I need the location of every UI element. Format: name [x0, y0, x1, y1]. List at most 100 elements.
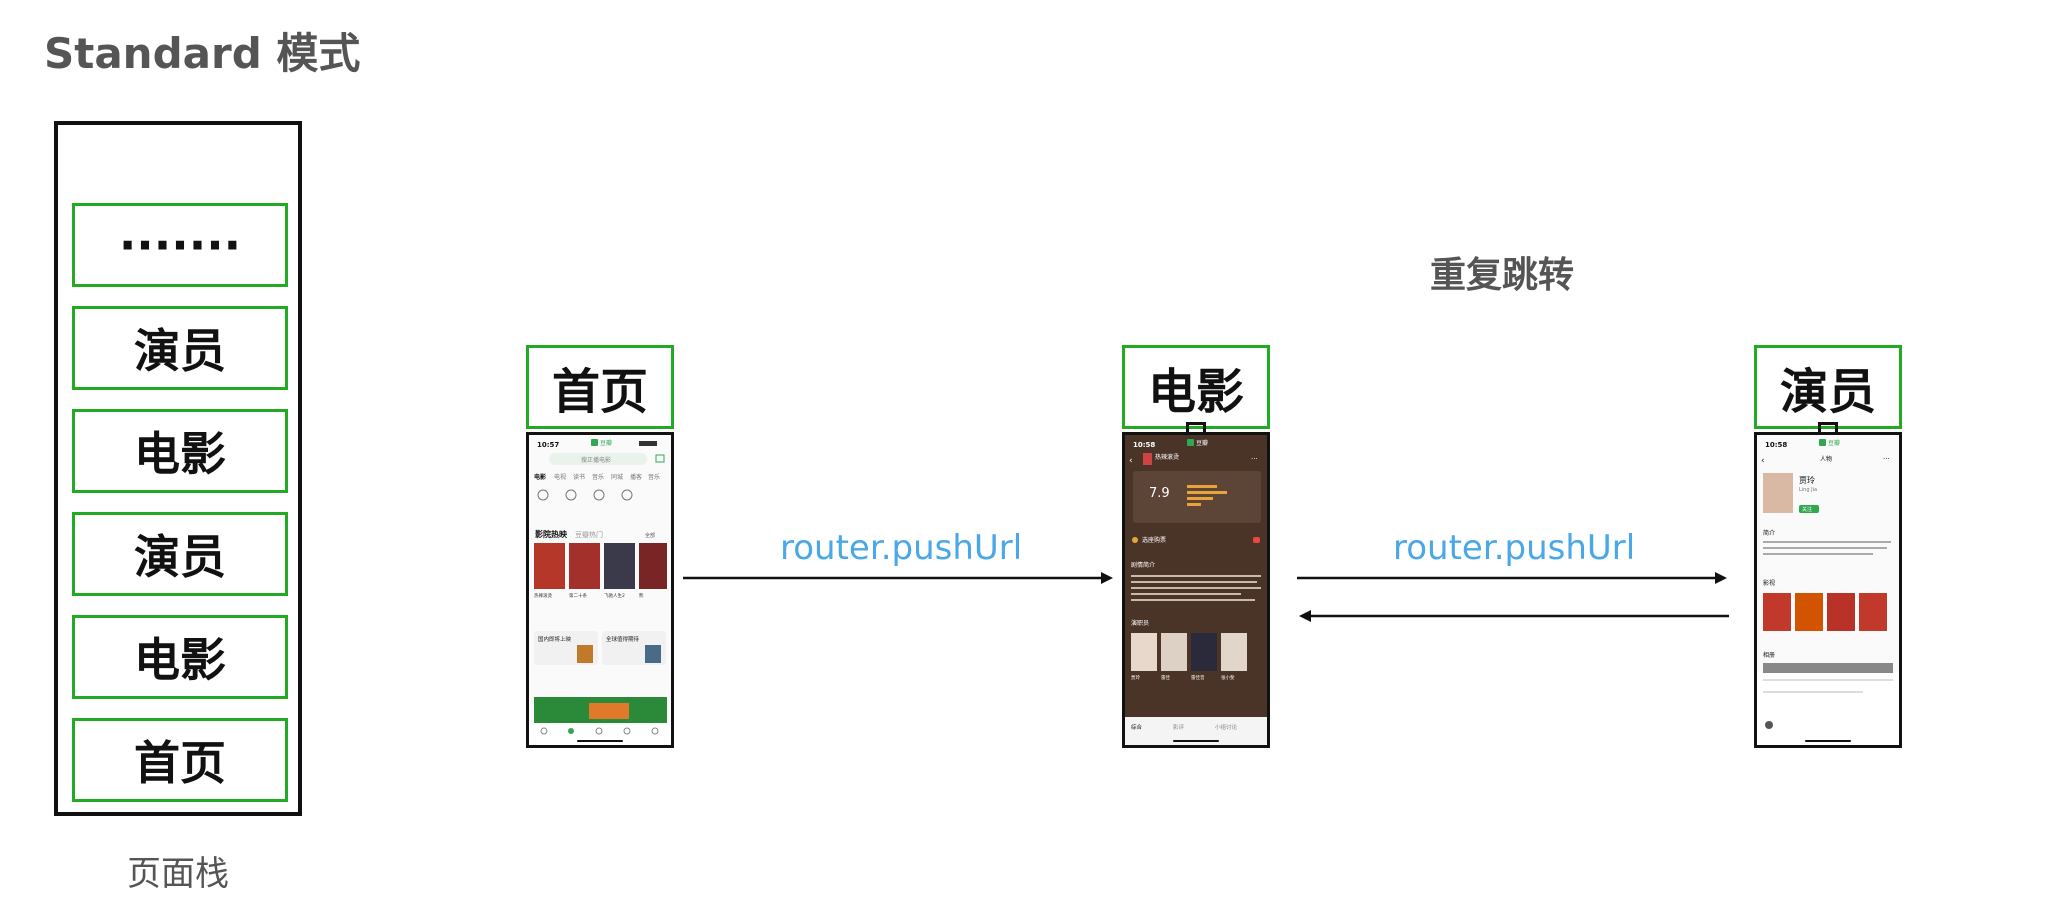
cast-photo-4	[1221, 633, 1247, 671]
actor-app-name: 豆瓣	[1828, 439, 1840, 447]
poster-title-1: 热辣滚烫	[534, 592, 552, 599]
category-icon	[593, 489, 605, 501]
follow-button	[1799, 505, 1819, 513]
repeat-jump-note: 重复跳转	[1430, 255, 1575, 296]
nav-market-icon	[623, 727, 631, 735]
douban-logo-icon	[591, 439, 598, 446]
movie-app-name: 豆瓣	[1196, 439, 1208, 447]
actor-page-title: 人物	[1820, 455, 1832, 463]
category-icon	[621, 489, 633, 501]
poster-title-2: 第二十条	[569, 592, 587, 599]
page-label-home: 首页	[526, 345, 674, 429]
arrows-movie-actor	[1297, 572, 1729, 622]
movie-footer-tab-2: 影评	[1173, 723, 1185, 731]
actor-bio-title: 简介	[1763, 529, 1775, 537]
poster-4	[639, 543, 667, 589]
actor-screen-art: 10:58 豆瓣 ‹ 人物 ··· 贾玲 Ling Jia 关注 简介 影视 相…	[1757, 435, 1899, 745]
work-poster-4	[1859, 593, 1887, 631]
cast-name-2: 雷佳	[1161, 674, 1170, 681]
actor-photo	[1763, 473, 1793, 513]
cast-name-4: 张小斐	[1221, 674, 1235, 681]
connector	[1186, 422, 1206, 436]
work-poster-1	[1763, 593, 1791, 631]
back-icon: ‹	[1129, 456, 1133, 466]
stack-item-home: 首页	[72, 718, 288, 802]
cast-name-1: 贾玲	[1131, 674, 1140, 681]
movie-footer-tab-3: 小组讨论	[1215, 723, 1238, 731]
actor-photos-title: 相册	[1763, 651, 1775, 659]
phone-movie-screen: 10:58 豆瓣 ‹ 热辣滚烫 ··· 7.9 选座购票 剧情简介 演职员 贾玲…	[1122, 432, 1270, 748]
back-icon: ‹	[1761, 456, 1765, 466]
connector	[1818, 422, 1838, 436]
home-section-title: 影院热映	[535, 529, 568, 539]
actor-name-en: Ling Jia	[1799, 487, 1817, 493]
work-poster-2	[1795, 593, 1823, 631]
stack-item-actor: 演员	[72, 306, 288, 390]
category-icon	[565, 489, 577, 501]
phone-home-screen: 10:57 豆瓣 搜正播电影 电影 电视 读书 音乐 同城 播客 音乐 影院热映…	[526, 432, 674, 748]
page-label-actor: 演员	[1754, 345, 1902, 429]
actor-name: 贾玲	[1799, 475, 1815, 485]
poster-2	[569, 543, 600, 589]
home-search-placeholder: 搜正播电影	[581, 456, 611, 464]
home-section-tab: 豆瓣热门	[575, 530, 603, 539]
more-icon: ···	[1251, 455, 1258, 463]
page-title: Standard 模式	[44, 29, 361, 78]
home-search-box	[549, 453, 647, 465]
actor-works-title: 影视	[1763, 579, 1775, 587]
home-tab-2: 读书	[573, 473, 585, 481]
mail-icon	[655, 454, 665, 463]
stack-item-movie: 电影	[72, 615, 288, 699]
nav-movie-icon	[568, 728, 574, 734]
cast-photo-1	[1131, 633, 1157, 671]
stack-item-actor: 演员	[72, 512, 288, 596]
poster-title-3: 飞驰人生2	[604, 592, 625, 599]
category-icon	[537, 489, 549, 501]
douban-logo-icon	[1187, 439, 1194, 446]
cast-photo-2	[1161, 633, 1187, 671]
arrow-label-home-to-movie: router.pushUrl	[780, 528, 1023, 568]
stack-item-movie: 电影	[72, 409, 288, 493]
nav-group-icon	[595, 727, 603, 735]
stack-item-more: ·······	[72, 203, 288, 287]
home-tab-4: 同城	[611, 474, 623, 481]
follow-label: 关注	[1802, 506, 1812, 513]
work-poster-3	[1827, 593, 1855, 631]
actor-time: 10:58	[1765, 441, 1787, 449]
home-tab-5: 播客	[630, 473, 642, 481]
page-stack: ······· 演员 电影 演员 电影 首页	[54, 121, 302, 816]
nav-profile-icon	[651, 727, 659, 735]
home-all-link: 全部	[645, 532, 655, 539]
home-tab-6: 音乐	[648, 473, 660, 481]
douban-logo-icon	[1819, 439, 1826, 446]
movie-time: 10:58	[1133, 441, 1155, 449]
home-app-name: 豆瓣	[600, 439, 612, 447]
home-time: 10:57	[537, 441, 559, 449]
home-screen-art: 10:57 豆瓣 搜正播电影 电影 电视 读书 音乐 同城 播客 音乐 影院热映…	[529, 435, 671, 745]
arrow-label-movie-to-actor: router.pushUrl	[1393, 528, 1636, 568]
movie-screen-art: 10:58 豆瓣 ‹ 热辣滚烫 ··· 7.9 选座购票 剧情简介 演职员 贾玲…	[1125, 435, 1267, 745]
movie-rating: 7.9	[1149, 486, 1170, 501]
poster-1	[534, 543, 565, 589]
more-icon: ···	[1883, 455, 1890, 463]
phone-actor-screen: 10:58 豆瓣 ‹ 人物 ··· 贾玲 Ling Jia 关注 简介 影视 相…	[1754, 432, 1902, 748]
movie-option-label: 选座购票	[1142, 536, 1166, 544]
arrow-home-to-movie	[683, 572, 1113, 584]
home-tab-1: 电视	[554, 473, 566, 481]
nav-home-icon	[540, 727, 548, 735]
home-global-title: 全球值得期待	[606, 635, 640, 643]
home-tab-0: 电影	[534, 473, 546, 481]
poster-title-4: 熊	[639, 592, 644, 599]
movie-footer-tab-1: 综合	[1131, 723, 1143, 731]
ticket-icon	[1132, 537, 1138, 543]
movie-title: 热辣滚烫	[1155, 453, 1179, 461]
movie-synopsis-title: 剧情简介	[1131, 561, 1155, 569]
stack-label: 页面栈	[127, 854, 229, 894]
cast-photo-3	[1191, 633, 1217, 671]
poster-3	[604, 543, 635, 589]
home-upcoming-title: 国内即将上映	[538, 635, 572, 643]
home-tab-3: 音乐	[592, 473, 604, 481]
movie-cast-title: 演职员	[1131, 619, 1149, 627]
page-label-movie: 电影	[1122, 345, 1270, 429]
cast-name-3: 雷佳音	[1191, 674, 1205, 681]
